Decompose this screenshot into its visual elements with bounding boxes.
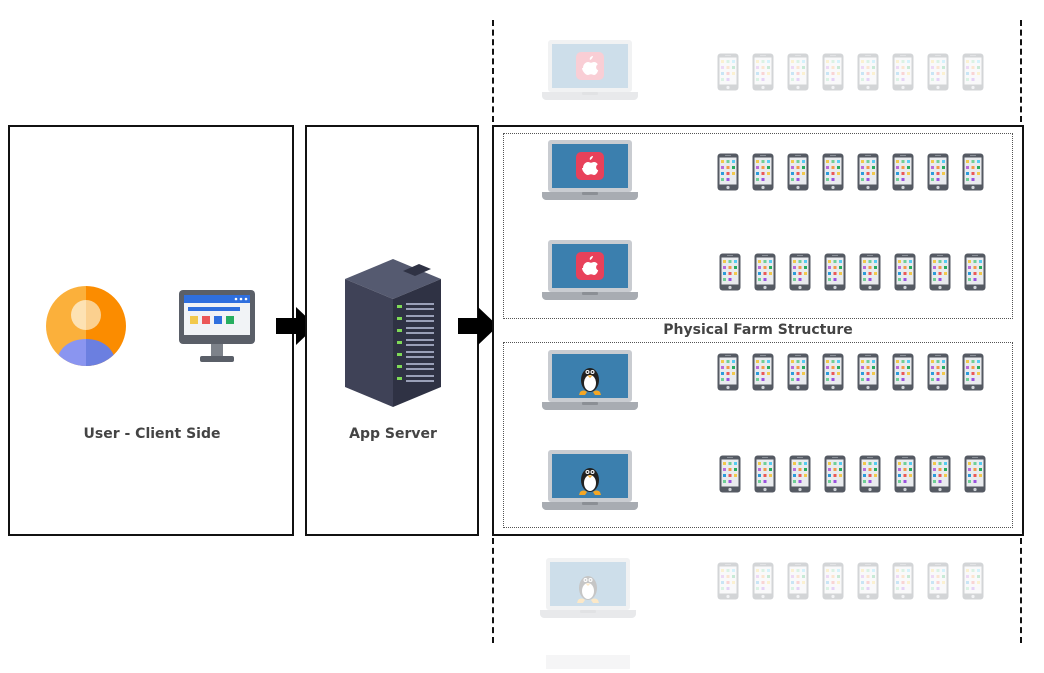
smartphone-icon bbox=[787, 562, 809, 600]
smartphone-icon bbox=[752, 153, 774, 191]
mac-device-group bbox=[503, 133, 1013, 319]
smartphone-icon bbox=[789, 455, 811, 493]
smartphone-icon bbox=[927, 53, 949, 91]
smartphone-icon bbox=[787, 153, 809, 191]
laptop-linux-icon bbox=[542, 450, 638, 512]
physical-farm-label: Physical Farm Structure bbox=[663, 322, 853, 338]
smartphone-icon bbox=[962, 353, 984, 391]
laptop-apple-icon bbox=[542, 140, 638, 202]
smartphone-icon bbox=[789, 253, 811, 291]
client-side-label: User - Client Side bbox=[83, 426, 221, 442]
smartphone-icon bbox=[822, 353, 844, 391]
laptop-edge-partial bbox=[546, 655, 630, 669]
smartphone-icon bbox=[787, 353, 809, 391]
smartphone-icon bbox=[857, 53, 879, 91]
smartphone-icon bbox=[754, 253, 776, 291]
smartphone-icon bbox=[752, 562, 774, 600]
smartphone-icon bbox=[964, 253, 986, 291]
app-server-label: App Server bbox=[349, 426, 437, 442]
laptop-apple-icon bbox=[542, 40, 638, 102]
smartphone-icon bbox=[822, 53, 844, 91]
smartphone-icon bbox=[719, 253, 741, 291]
smartphone-icon bbox=[859, 455, 881, 493]
smartphone-icon bbox=[927, 562, 949, 600]
farm-boundary-dash-right-top bbox=[1020, 20, 1022, 122]
farm-boundary-dash-right-bottom bbox=[1020, 538, 1022, 643]
farm-boundary-dash-left-bottom bbox=[492, 538, 494, 643]
smartphone-icon bbox=[857, 353, 879, 391]
laptop-apple-icon bbox=[542, 240, 638, 302]
smartphone-icon bbox=[717, 353, 739, 391]
smartphone-icon bbox=[892, 353, 914, 391]
smartphone-icon bbox=[892, 562, 914, 600]
smartphone-icon bbox=[962, 153, 984, 191]
linux-device-group bbox=[503, 342, 1013, 528]
laptop-linux-icon bbox=[540, 558, 636, 620]
smartphone-icon bbox=[962, 53, 984, 91]
desktop-monitor-icon bbox=[179, 290, 255, 362]
smartphone-icon bbox=[929, 455, 951, 493]
farm-boundary-dash-left-top bbox=[492, 20, 494, 122]
smartphone-icon bbox=[717, 53, 739, 91]
smartphone-icon bbox=[752, 353, 774, 391]
smartphone-icon bbox=[859, 253, 881, 291]
smartphone-icon bbox=[717, 562, 739, 600]
smartphone-icon bbox=[824, 455, 846, 493]
user-avatar-icon bbox=[46, 286, 126, 366]
smartphone-icon bbox=[787, 53, 809, 91]
arrow-right-icon bbox=[458, 307, 498, 345]
smartphone-icon bbox=[964, 455, 986, 493]
server-rack-icon bbox=[345, 259, 441, 407]
smartphone-icon bbox=[927, 153, 949, 191]
smartphone-icon bbox=[719, 455, 741, 493]
smartphone-icon bbox=[752, 53, 774, 91]
smartphone-icon bbox=[824, 253, 846, 291]
app-server-box: App Server bbox=[305, 125, 479, 536]
smartphone-icon bbox=[892, 53, 914, 91]
smartphone-icon bbox=[894, 253, 916, 291]
smartphone-icon bbox=[892, 153, 914, 191]
smartphone-icon bbox=[857, 562, 879, 600]
smartphone-icon bbox=[822, 153, 844, 191]
smartphone-icon bbox=[962, 562, 984, 600]
smartphone-icon bbox=[894, 455, 916, 493]
client-side-box: User - Client Side bbox=[8, 125, 294, 536]
smartphone-icon bbox=[927, 353, 949, 391]
smartphone-icon bbox=[929, 253, 951, 291]
smartphone-icon bbox=[754, 455, 776, 493]
laptop-linux-icon bbox=[542, 350, 638, 412]
smartphone-icon bbox=[857, 153, 879, 191]
smartphone-icon bbox=[822, 562, 844, 600]
smartphone-icon bbox=[717, 153, 739, 191]
